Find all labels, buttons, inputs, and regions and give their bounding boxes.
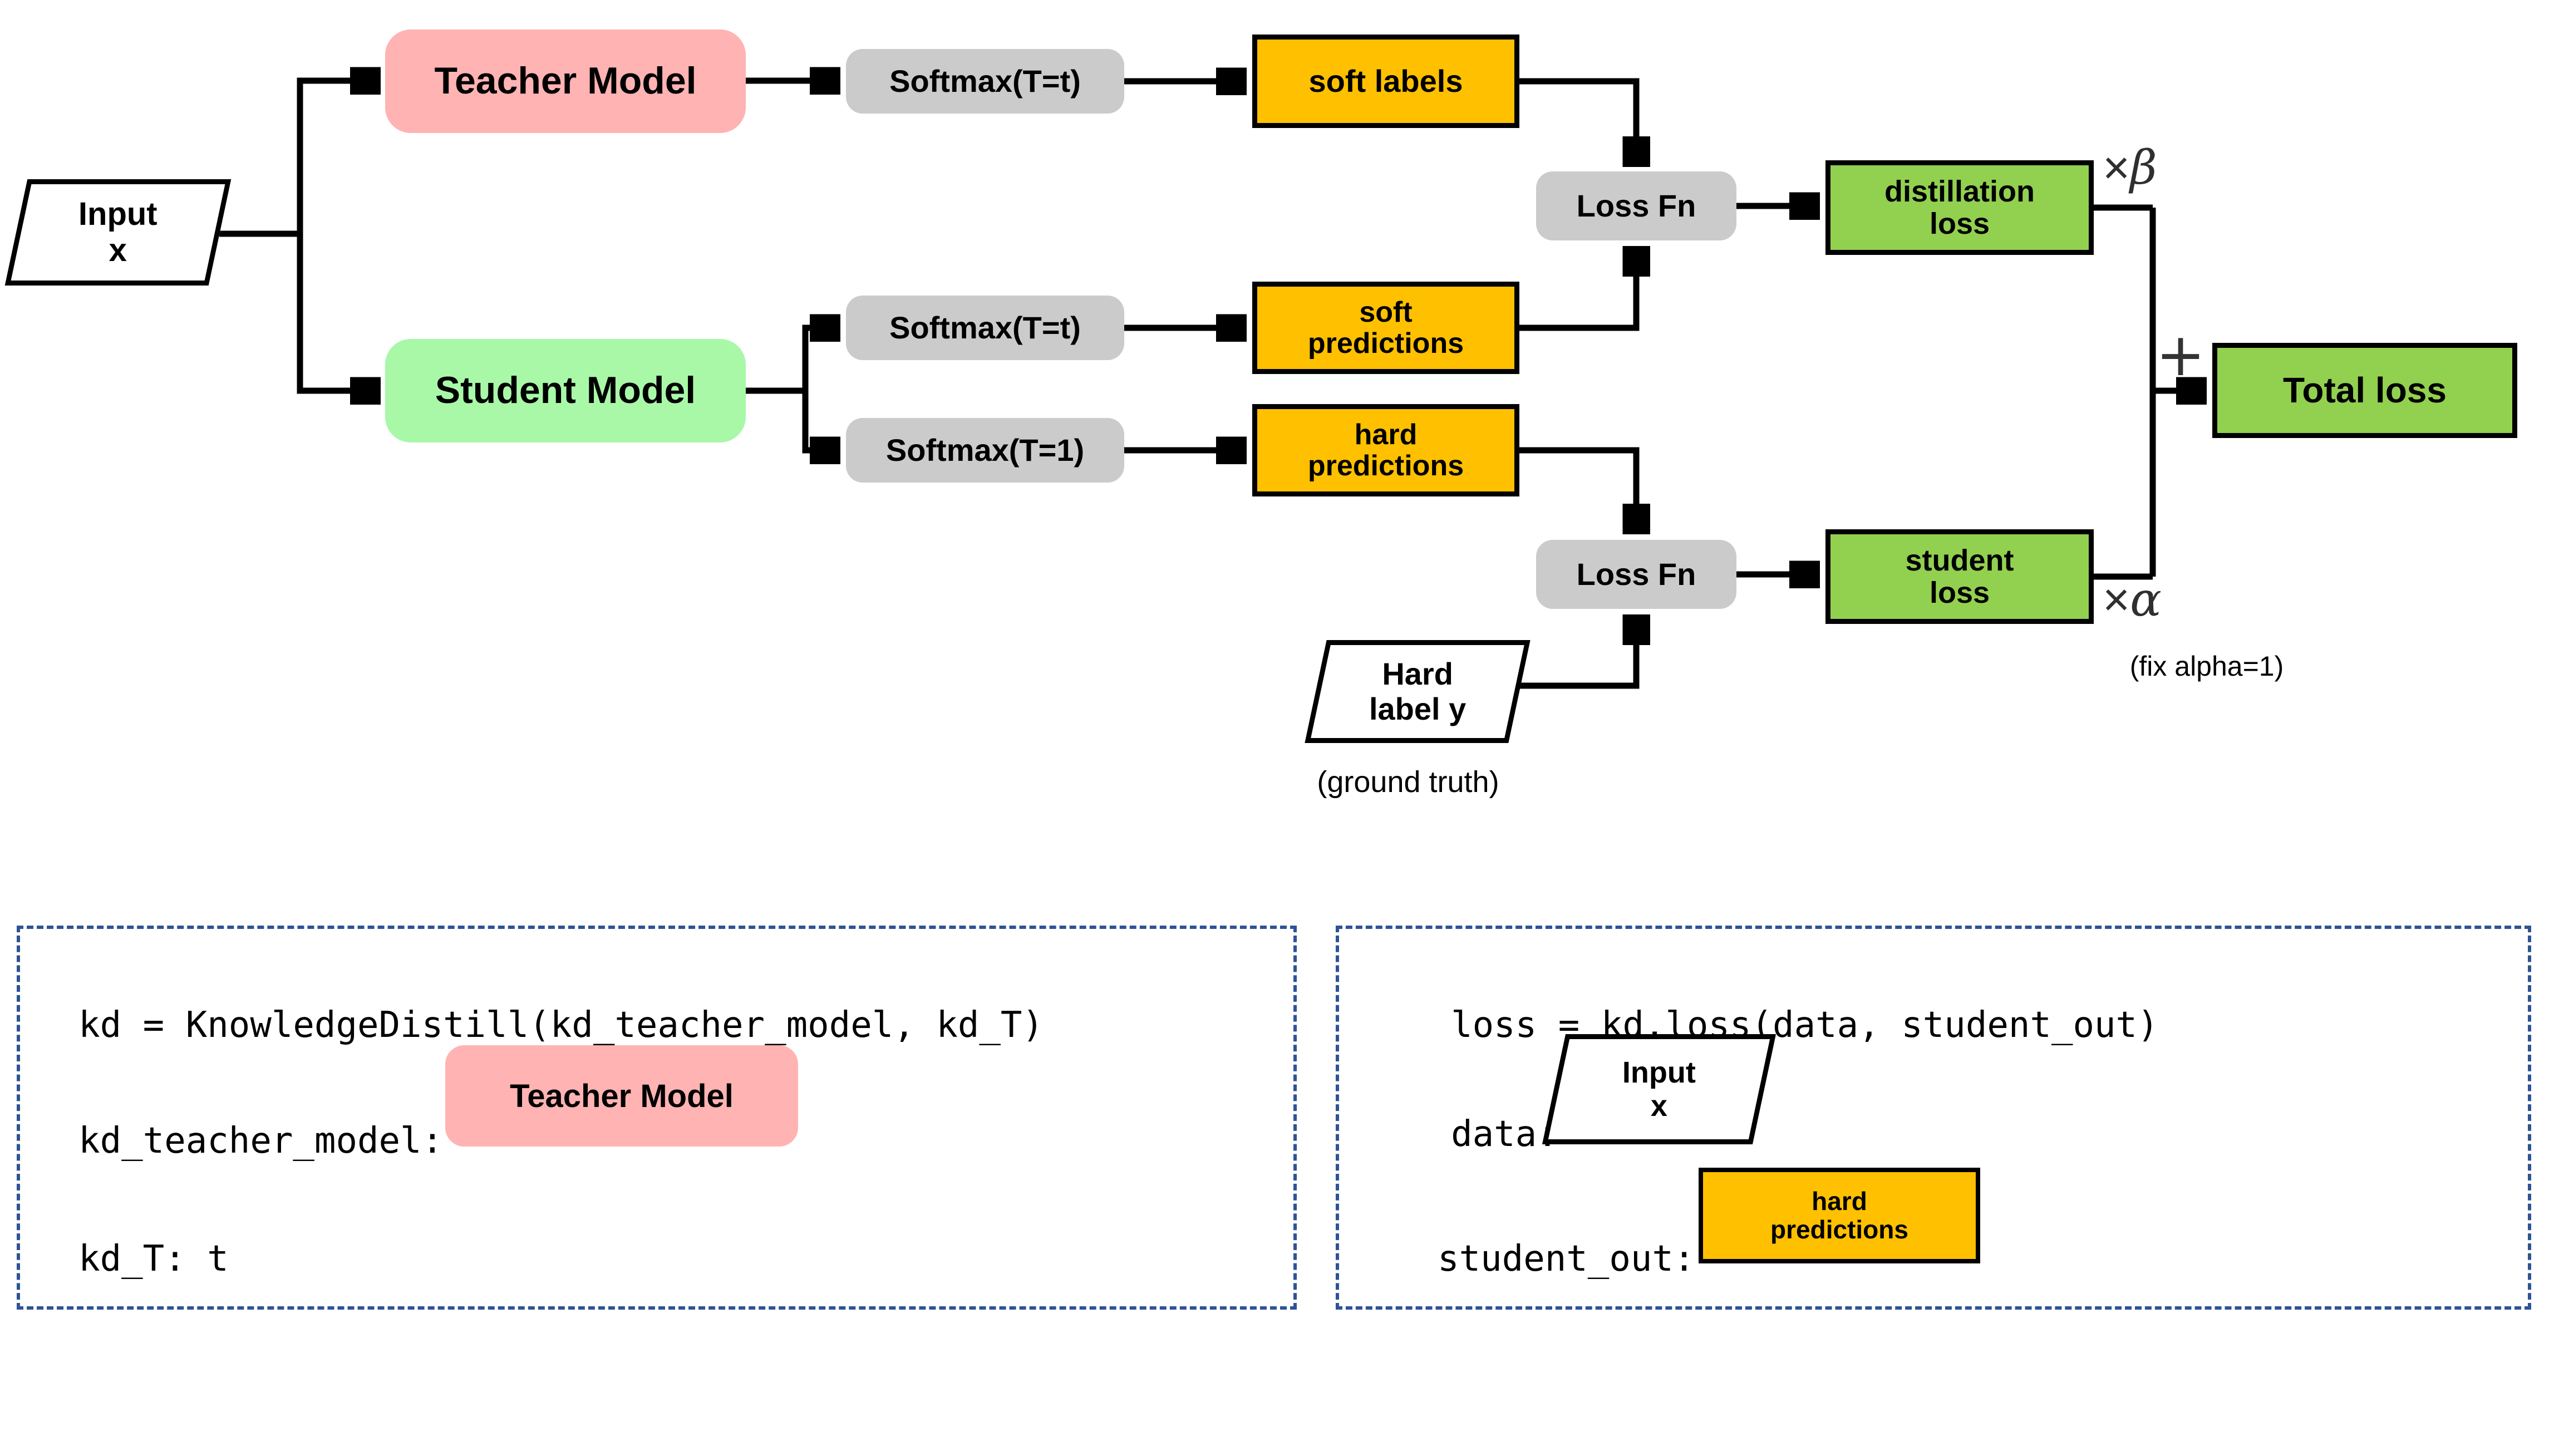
alpha-weight-label: ×α [2103, 572, 2162, 627]
softmax-student-soft-node: Softmax(T=t) [846, 296, 1124, 360]
edge-softlabels-to-lossfn [1519, 78, 1636, 167]
hard-label-y-node: Hard label y [1305, 640, 1531, 743]
sum-plus-sign: + [2153, 321, 2208, 389]
teacher-model-label: Teacher Model [434, 60, 697, 102]
soft-predictions-node: soft predictions [1252, 282, 1519, 374]
data-chip-line1: Input [1622, 1055, 1696, 1089]
beta-symbol: β [2130, 140, 2157, 195]
softmax-teacher-label: Softmax(T=t) [889, 63, 1081, 99]
distillation-loss-node: distillation loss [1825, 160, 2094, 255]
student-loss-node: student loss [1825, 529, 2094, 624]
soft-predictions-line2: predictions [1307, 327, 1464, 360]
edge-input-to-student [297, 234, 381, 391]
fix-alpha-note: (fix alpha=1) [2081, 650, 2332, 682]
loss-fn-bottom-label: Loss Fn [1576, 556, 1696, 592]
edge-hardlabel-to-lossfn2 [1508, 614, 1636, 689]
hard-predictions-node: hard predictions [1252, 404, 1519, 496]
student-loss-line2: loss [1929, 576, 1990, 609]
distillation-loss-line2: loss [1929, 207, 1990, 240]
code-label-kd-teacher-model: kd_teacher_model: [36, 1074, 443, 1163]
code-line-kd-loss-text: loss = kd.loss(data, student_out) [1451, 1005, 2159, 1046]
softmax-student-hard-label: Softmax(T=1) [885, 432, 1085, 468]
code-line-kd-init: kd = KnowledgeDistill(kd_teacher_model, … [36, 958, 1044, 1047]
beta-weight-label: ×β [2103, 140, 2157, 195]
total-loss-label: Total loss [2283, 370, 2447, 410]
softmax-student-soft-label: Softmax(T=t) [889, 309, 1081, 345]
edge-softpred-to-lossfn [1519, 246, 1636, 331]
alpha-symbol: α [2130, 572, 2162, 627]
input-x-node: Input x [4, 179, 232, 286]
softmax-student-hard-node: Softmax(T=1) [846, 418, 1124, 483]
total-loss-node: Total loss [2212, 343, 2517, 438]
loss-fn-top-node: Loss Fn [1536, 171, 1736, 240]
code-label-student-out: student_out: [1395, 1192, 1695, 1281]
multiply-icon: × [2103, 141, 2130, 194]
code-line-kd-init-text: kd = KnowledgeDistill(kd_teacher_model, … [78, 1005, 1044, 1046]
soft-labels-label: soft labels [1308, 63, 1463, 99]
student-out-chip-line2: predictions [1770, 1215, 1908, 1244]
ground-truth-text: (ground truth) [1317, 765, 1499, 799]
hard-label-line1: Hard [1382, 656, 1453, 691]
student-out-label-text: student_out: [1438, 1238, 1695, 1280]
data-label-text: data: [1451, 1114, 1558, 1155]
teacher-model-chip-label: Teacher Model [510, 1078, 734, 1114]
student-loss-line1: student [1905, 543, 2014, 577]
edge-input-to-teacher [219, 81, 381, 237]
teacher-model-node: Teacher Model [385, 29, 746, 133]
multiply-icon: × [2103, 573, 2130, 626]
student-out-hard-predictions-chip: hard predictions [1699, 1168, 1980, 1263]
code-label-kd-t: kd_T: t [36, 1192, 229, 1281]
teacher-model-chip: Teacher Model [445, 1045, 798, 1147]
hard-predictions-line2: predictions [1307, 450, 1464, 482]
edge-hardpred-to-lossfn2 [1519, 447, 1636, 534]
soft-predictions-line1: soft [1359, 296, 1413, 328]
edge-student-to-softmax-t [746, 328, 840, 394]
hard-label-line2: label y [1369, 691, 1467, 726]
input-x-line2: x [109, 232, 127, 268]
kd-t-text: kd_T: t [78, 1238, 229, 1280]
code-label-data: data: [1408, 1068, 1558, 1157]
student-out-chip-line1: hard [1812, 1187, 1867, 1216]
data-input-chip: Input x [1542, 1034, 1777, 1144]
hard-predictions-line1: hard [1354, 418, 1418, 451]
distillation-loss-line1: distillation [1884, 174, 2035, 208]
data-chip-line2: x [1650, 1089, 1668, 1123]
plus-glyph: + [2156, 321, 2206, 389]
kd-teacher-model-text: kd_teacher_model: [78, 1120, 444, 1162]
fix-alpha-text: (fix alpha=1) [2129, 651, 2284, 682]
edge-student-to-softmax-1 [802, 391, 840, 450]
loss-fn-top-label: Loss Fn [1576, 188, 1696, 223]
softmax-teacher-node: Softmax(T=t) [846, 49, 1124, 114]
ground-truth-note: (ground truth) [1274, 765, 1542, 799]
loss-fn-bottom-node: Loss Fn [1536, 540, 1736, 609]
student-model-label: Student Model [435, 369, 696, 412]
student-model-node: Student Model [385, 339, 746, 442]
soft-labels-node: soft labels [1252, 35, 1519, 128]
code-line-kd-loss: loss = kd.loss(data, student_out) [1408, 958, 2159, 1047]
input-x-line1: Input [78, 195, 158, 232]
